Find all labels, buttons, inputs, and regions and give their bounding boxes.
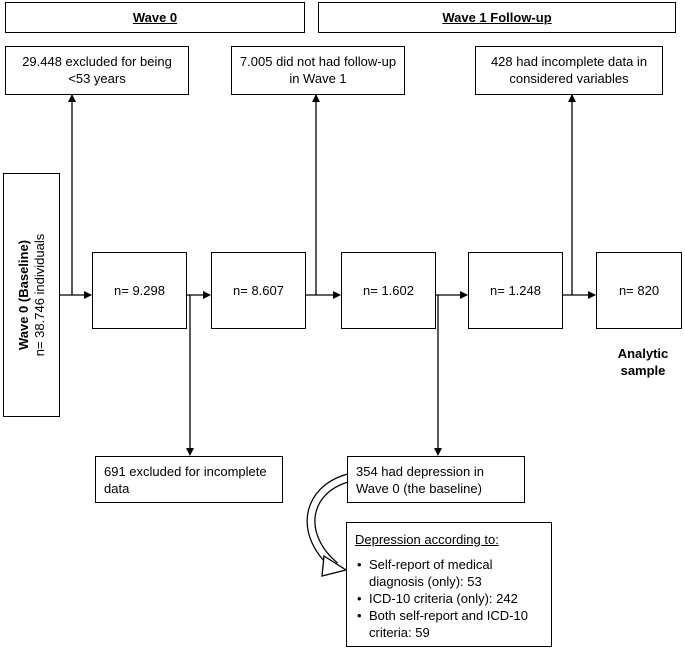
- excluded-53-box: 29.448 excluded for being <53 years: [5, 46, 189, 95]
- step-box-1602: n= 1.602: [341, 252, 436, 329]
- excluded-53-text: 29.448 excluded for being <53 years: [22, 54, 172, 86]
- list-item: ICD-10 criteria (only): 242: [357, 590, 543, 607]
- incomplete-428-box: 428 had incomplete data in considered va…: [475, 46, 663, 95]
- baseline-label: Wave 0 (Baseline) n= 38.746 individuals: [16, 145, 48, 445]
- baseline-box: Wave 0 (Baseline) n= 38.746 individuals: [3, 173, 60, 417]
- analytic-sample-label: Analytic sample: [617, 346, 669, 378]
- step-box-9298: n= 9.298: [92, 252, 187, 329]
- curved-arrow-head: [321, 554, 348, 577]
- step-box-8607: n= 8.607: [211, 252, 306, 329]
- header-wave1: Wave 1 Follow-up: [318, 2, 676, 33]
- depression-354-text: 354 had depression in Wave 0 (the baseli…: [356, 464, 484, 496]
- no-followup-text: 7.005 did not had follow-up in Wave 1: [239, 54, 397, 86]
- step-label: n= 1.248: [490, 283, 541, 298]
- step-label: n= 820: [618, 283, 660, 298]
- no-followup-box: 7.005 did not had follow-up in Wave 1: [231, 46, 405, 95]
- incomplete-428-text: 428 had incomplete data in considered va…: [490, 54, 648, 86]
- depression-title: Depression according to:: [355, 532, 499, 547]
- excluded-691-text: 691 excluded for incomplete data: [104, 464, 267, 496]
- depression-354-box: 354 had depression in Wave 0 (the baseli…: [347, 456, 525, 503]
- depression-list: Self-report of medical diagnosis (only):…: [355, 556, 543, 641]
- step-box-1248: n= 1.248: [468, 252, 563, 329]
- step-label: n= 1.602: [363, 283, 414, 298]
- step-label: n= 9.298: [114, 283, 165, 298]
- depression-detail-box: Depression according to: Self-report of …: [346, 522, 552, 647]
- step-box-820: n= 820: [596, 252, 682, 329]
- list-item: Self-report of medical diagnosis (only):…: [357, 556, 543, 590]
- header-wave0: Wave 0: [5, 2, 305, 33]
- header-wave1-label: Wave 1 Follow-up: [442, 10, 552, 25]
- excluded-691-box: 691 excluded for incomplete data: [95, 456, 283, 503]
- baseline-title: Wave 0 (Baseline): [15, 239, 31, 351]
- header-wave0-label: Wave 0: [132, 10, 178, 25]
- curved-arrow: [306, 473, 350, 570]
- step-label: n= 8.607: [233, 283, 284, 298]
- baseline-count: n= 38.746 individuals: [31, 233, 47, 357]
- list-item: Both self-report and ICD-10 criteria: 59: [357, 607, 543, 641]
